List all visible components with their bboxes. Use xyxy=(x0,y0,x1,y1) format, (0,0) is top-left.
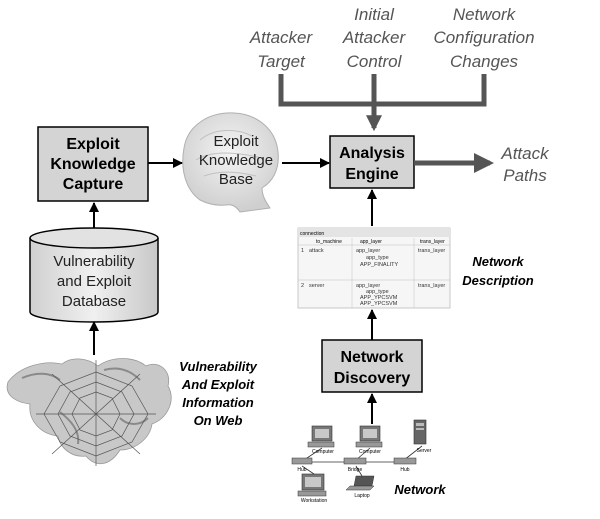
web-info-line4: On Web xyxy=(194,413,243,428)
knowledge-base-label: Exploit Knowledge Base xyxy=(199,133,273,188)
exploit-knowledge-capture-box: Exploit Knowledge Capture xyxy=(37,126,149,202)
analysis-engine-box: Analysis Engine xyxy=(329,135,415,189)
tbl-r2-name: server xyxy=(309,283,324,289)
config-changes-line1: Network xyxy=(453,5,517,24)
discovery-line2: Discovery xyxy=(334,370,411,387)
tbl-r1-num: 1 xyxy=(301,248,304,254)
computer-icon xyxy=(355,425,383,448)
head-icon xyxy=(182,112,279,213)
tbl-r1-trans: trans_layer xyxy=(418,248,445,254)
initial-control-line2: Attacker xyxy=(342,28,407,47)
engine-line2: Engine xyxy=(345,166,398,183)
computer-icon xyxy=(307,425,335,448)
attack-paths-label: Attack Paths xyxy=(500,144,550,185)
initial-control-line1: Initial xyxy=(354,5,395,24)
tbl-r2-app: app_layer xyxy=(356,283,380,289)
workstation-label: Workstation xyxy=(301,498,328,504)
tbl-r2-type: app_type xyxy=(366,289,389,295)
capture-line1: Exploit xyxy=(66,136,120,153)
attacker-target-line1: Attacker xyxy=(249,28,314,47)
network-label: Network xyxy=(394,482,446,497)
input-initial-attacker-control: Initial Attacker Control xyxy=(342,5,407,71)
discovery-line1: Network xyxy=(340,349,403,366)
network-description-table: connection to_machine app_layer trans_la… xyxy=(297,227,451,309)
hub1-label: Hub xyxy=(297,467,306,473)
attack-paths-line2: Paths xyxy=(503,166,547,185)
initial-control-line3: Control xyxy=(347,52,403,71)
kb-line1: Exploit xyxy=(213,133,259,150)
tbl-col1: connection xyxy=(300,231,324,237)
input-attacker-target: Attacker Target xyxy=(249,28,314,71)
computer2-label: Computer xyxy=(359,449,381,455)
hub-icon xyxy=(291,457,313,465)
tbl-r1-name: attack xyxy=(309,248,324,254)
web-info-line3: Information xyxy=(182,395,254,410)
tbl-col2: to_machine xyxy=(316,239,342,245)
computer1-label: Computer xyxy=(312,449,334,455)
server-label: Server xyxy=(417,448,432,454)
bridge-label: Bridge xyxy=(348,467,363,473)
attack-paths-line1: Attack xyxy=(500,144,550,163)
tbl-r2-val2: APP_YPCSVM xyxy=(360,301,398,307)
world-map-web-icon xyxy=(6,358,172,466)
kb-line3: Base xyxy=(219,171,253,188)
laptop-label: Laptop xyxy=(354,493,370,499)
tbl-r2-trans: trans_layer xyxy=(418,283,445,289)
tbl-r1-app: app_layer xyxy=(356,248,380,254)
database-cylinder: Vulnerability and Exploit Database xyxy=(29,227,159,323)
kb-line2: Knowledge xyxy=(199,152,273,169)
net-desc-line2: Description xyxy=(462,273,534,288)
net-desc-line1: Network xyxy=(472,254,524,269)
input-bracket xyxy=(278,74,487,132)
config-changes-line3: Changes xyxy=(450,52,519,71)
server-icon xyxy=(413,419,427,445)
tbl-r2-val1: APP_YPCSVM xyxy=(360,295,398,301)
db-line2: and Exploit xyxy=(57,273,132,290)
capture-line2: Knowledge xyxy=(50,156,135,173)
db-line1: Vulnerability xyxy=(53,253,135,270)
bridge-icon xyxy=(343,457,367,465)
engine-line1: Analysis xyxy=(339,145,405,162)
attacker-target-line2: Target xyxy=(257,52,306,71)
hub2-label: Hub xyxy=(400,467,409,473)
input-network-configuration-changes: Network Configuration Changes xyxy=(433,5,534,71)
hub-icon xyxy=(393,457,417,465)
network-topology: Computer Computer Server Hub Bridge Hub xyxy=(291,419,432,504)
tbl-col4: trans_layer xyxy=(420,239,445,245)
db-line3: Database xyxy=(62,293,126,310)
web-info-label: Vulnerability And Exploit Information On… xyxy=(179,359,258,428)
tbl-r2-num: 2 xyxy=(301,283,304,289)
config-changes-line2: Configuration xyxy=(433,28,534,47)
tbl-r1-type: app_type xyxy=(366,255,389,261)
laptop-icon xyxy=(345,475,375,491)
capture-line3: Capture xyxy=(63,176,124,193)
network-discovery-box: Network Discovery xyxy=(321,339,423,393)
network-description-label: Network Description xyxy=(462,254,534,288)
web-info-line2: And Exploit xyxy=(181,377,255,392)
workstation-icon xyxy=(297,473,327,497)
web-info-line1: Vulnerability xyxy=(179,359,258,374)
tbl-col3: app_layer xyxy=(360,239,382,245)
tbl-r1-val: APP_FINALITY xyxy=(360,262,399,268)
